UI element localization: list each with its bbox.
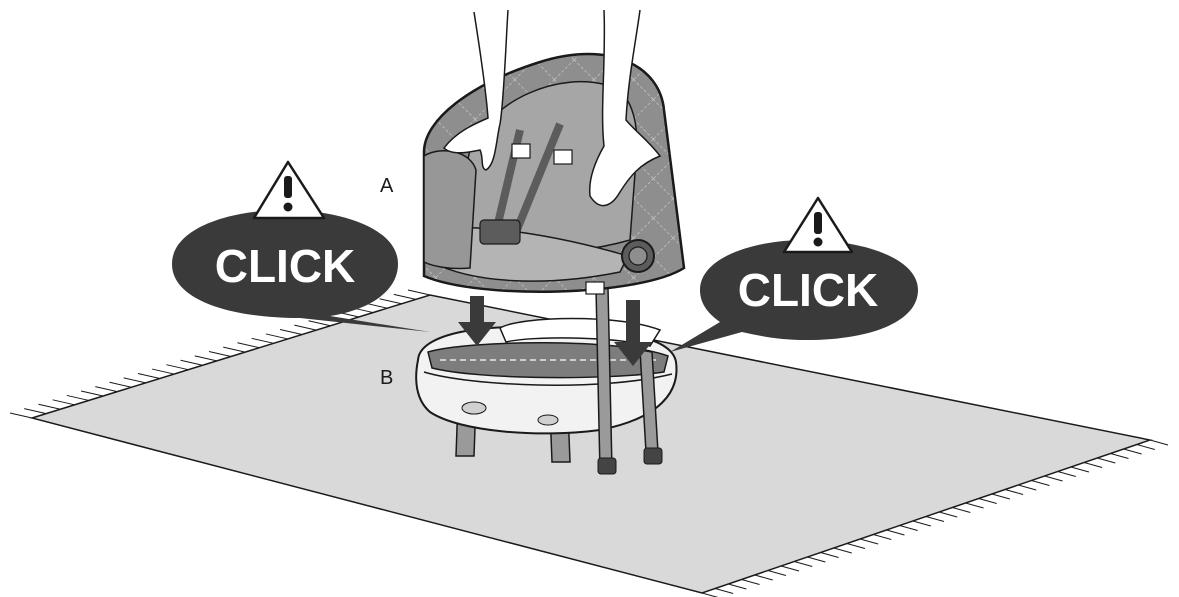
fringe-tick	[10, 413, 32, 418]
fringe-tick	[195, 356, 217, 361]
click-label-right: CLICK	[738, 264, 879, 316]
fringe-tick	[95, 387, 117, 392]
fringe-tick	[873, 535, 891, 540]
fringe-tick	[900, 526, 918, 531]
fringe-tick	[152, 369, 174, 374]
fringe-tick	[1058, 472, 1076, 477]
fringe-tick	[821, 553, 839, 558]
fringe-tick	[408, 290, 430, 295]
fringe-tick	[1031, 481, 1049, 486]
fringe-tick	[138, 373, 160, 378]
fringe-tick	[380, 299, 402, 304]
fringe-tick	[966, 503, 984, 508]
fringe-tick	[702, 593, 720, 597]
fringe-tick	[926, 517, 944, 522]
fringe-tick	[781, 566, 799, 571]
fringe-tick	[209, 352, 231, 357]
part-label-b: B	[380, 367, 393, 389]
fringe-tick	[1110, 454, 1128, 459]
fringe-tick	[124, 378, 146, 383]
fringe-tick	[67, 395, 89, 400]
fringe-tick	[223, 347, 245, 352]
fringe-tick	[266, 334, 288, 339]
fringe-tick	[913, 521, 931, 526]
fringe-tick	[886, 530, 904, 535]
fringe-tick	[1071, 467, 1089, 472]
fringe-tick	[294, 325, 316, 330]
part-label-a: A	[380, 175, 394, 197]
fringe-tick	[755, 575, 773, 580]
fringe-tick	[794, 562, 812, 567]
fringe-tick	[834, 548, 852, 553]
fringe-tick	[768, 571, 786, 576]
warning-icon	[254, 162, 324, 218]
fringe-tick	[1045, 476, 1063, 481]
fringe-tick	[280, 330, 302, 335]
fringe-tick	[24, 409, 46, 414]
fringe-tick	[252, 338, 274, 343]
fringe-tick	[979, 499, 997, 504]
warning-icon	[784, 198, 852, 252]
fringe-tick	[309, 321, 331, 326]
fringe-tick	[166, 365, 188, 370]
fringe-tick	[1097, 458, 1115, 463]
click-label-left: CLICK	[215, 240, 356, 292]
fringe-tick	[237, 343, 259, 348]
fringe-tick	[847, 544, 865, 549]
fringe-tick	[728, 584, 746, 589]
fringe-tick	[742, 580, 760, 585]
fringe-tick	[110, 382, 132, 387]
fringe-tick	[952, 508, 970, 513]
fringe-tick	[81, 391, 103, 396]
fringe-tick	[1124, 449, 1142, 454]
fringe-tick	[53, 400, 75, 405]
fringe-tick	[38, 404, 60, 409]
fringe-tick	[992, 494, 1010, 499]
seat-a	[424, 54, 684, 294]
fringe-tick	[1084, 463, 1102, 468]
fringe-tick	[181, 360, 203, 365]
fringe-tick	[807, 557, 825, 562]
fringe-tick	[1005, 490, 1023, 495]
fringe-tick	[939, 512, 957, 517]
click-callout-right: CLICK	[670, 198, 918, 352]
fringe-tick	[1137, 445, 1155, 450]
fringe-tick	[394, 294, 416, 299]
fringe-tick	[1018, 485, 1036, 490]
fringe-tick	[715, 589, 733, 594]
fringe-tick	[860, 539, 878, 544]
fringe-tick	[1150, 440, 1168, 445]
